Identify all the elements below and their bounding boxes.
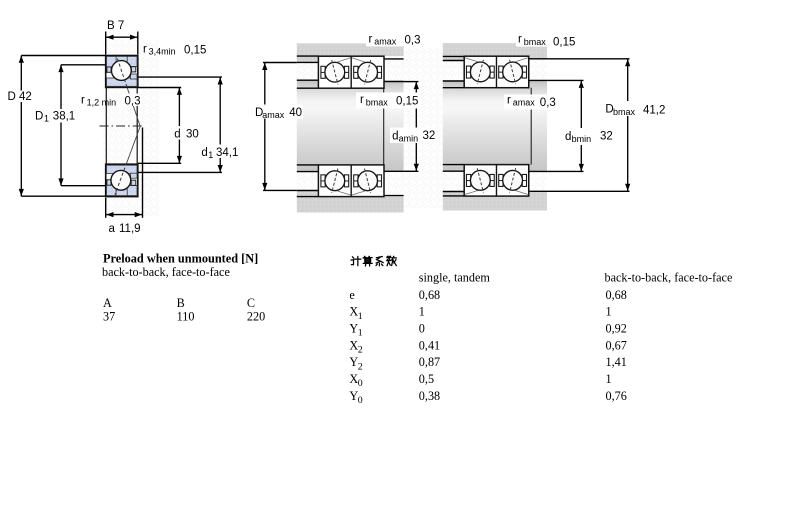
svg-text:bmin: bmin: [572, 134, 592, 144]
svg-text:r: r: [518, 34, 522, 46]
svg-text:D 42: D 42: [8, 91, 32, 103]
svg-text:C: C: [247, 296, 255, 310]
svg-text:0,68: 0,68: [419, 288, 440, 302]
svg-text:d: d: [174, 129, 180, 141]
svg-text:Y: Y: [349, 322, 358, 336]
svg-text:single, tandem: single, tandem: [419, 270, 491, 284]
svg-text:110: 110: [177, 309, 195, 323]
svg-text:0,76: 0,76: [606, 389, 627, 403]
svg-text:D: D: [255, 107, 263, 119]
svg-text:30: 30: [186, 129, 199, 141]
svg-text:32: 32: [423, 130, 436, 142]
svg-text:B 7: B 7: [107, 20, 124, 32]
svg-text:0: 0: [419, 322, 425, 336]
svg-text:32: 32: [600, 131, 613, 143]
svg-text:11,9: 11,9: [119, 223, 141, 235]
svg-text:r: r: [507, 95, 511, 107]
svg-text:38,1: 38,1: [53, 110, 75, 122]
svg-text:0: 0: [358, 378, 363, 389]
svg-text:1,41: 1,41: [606, 355, 627, 369]
svg-text:1: 1: [358, 311, 363, 322]
svg-text:1: 1: [208, 150, 213, 160]
svg-text:0,15: 0,15: [396, 96, 418, 108]
svg-text:3,4min: 3,4min: [149, 47, 176, 57]
svg-text:41,2: 41,2: [643, 104, 665, 116]
svg-text:2: 2: [358, 361, 363, 372]
svg-text:bmax: bmax: [366, 97, 389, 107]
svg-text:0,41: 0,41: [419, 338, 440, 352]
svg-text:r: r: [81, 94, 85, 106]
svg-text:0,38: 0,38: [419, 389, 440, 403]
svg-text:1: 1: [358, 328, 363, 339]
svg-text:bmax: bmax: [613, 107, 636, 117]
svg-text:2: 2: [358, 345, 363, 356]
svg-text:amax: amax: [513, 98, 536, 108]
svg-text:D: D: [35, 110, 43, 122]
svg-text:bmax: bmax: [524, 37, 547, 47]
svg-text:back-to-back, face-to-face: back-to-back, face-to-face: [605, 270, 733, 284]
svg-text:0,15: 0,15: [184, 44, 206, 56]
svg-text:X: X: [349, 338, 358, 352]
svg-text:amax: amax: [262, 110, 285, 120]
svg-text:X: X: [349, 372, 358, 386]
svg-text:Preload when unmounted [N]: Preload when unmounted [N]: [103, 251, 258, 265]
svg-text:Y: Y: [349, 355, 358, 369]
svg-text:40: 40: [289, 107, 302, 119]
svg-text:1: 1: [44, 113, 49, 123]
svg-text:r: r: [360, 94, 364, 106]
svg-text:e: e: [349, 288, 354, 302]
svg-text:1: 1: [419, 305, 425, 319]
svg-text:220: 220: [247, 309, 265, 323]
svg-text:amax: amax: [374, 36, 397, 46]
svg-text:34,1: 34,1: [216, 147, 238, 159]
svg-text:1,2 min: 1,2 min: [87, 97, 117, 107]
svg-text:X: X: [349, 305, 358, 319]
svg-text:r: r: [143, 44, 147, 56]
svg-text:0,67: 0,67: [606, 338, 627, 352]
svg-text:0,5: 0,5: [419, 372, 434, 386]
svg-text:0,3: 0,3: [405, 34, 421, 46]
svg-text:0,15: 0,15: [553, 37, 575, 49]
svg-text:Y: Y: [349, 389, 358, 403]
svg-text:0,92: 0,92: [606, 322, 627, 336]
svg-text:back-to-back, face-to-face: back-to-back, face-to-face: [102, 265, 230, 279]
svg-text:B: B: [177, 296, 185, 310]
svg-text:d: d: [565, 131, 571, 143]
svg-text:0,3: 0,3: [540, 97, 556, 109]
svg-text:0,3: 0,3: [125, 96, 141, 108]
svg-text:A: A: [103, 296, 112, 310]
svg-text:amin: amin: [399, 134, 419, 144]
svg-text:r: r: [369, 33, 373, 45]
svg-text:1: 1: [606, 305, 612, 319]
svg-text:d: d: [392, 130, 398, 142]
svg-text:0,68: 0,68: [606, 288, 627, 302]
svg-text:d: d: [201, 147, 207, 159]
svg-text:37: 37: [103, 309, 115, 323]
svg-text:D: D: [605, 104, 613, 116]
svg-text:a: a: [109, 223, 116, 235]
svg-text:1: 1: [606, 372, 612, 386]
svg-text:0,87: 0,87: [419, 355, 440, 369]
svg-text:0: 0: [358, 395, 363, 406]
